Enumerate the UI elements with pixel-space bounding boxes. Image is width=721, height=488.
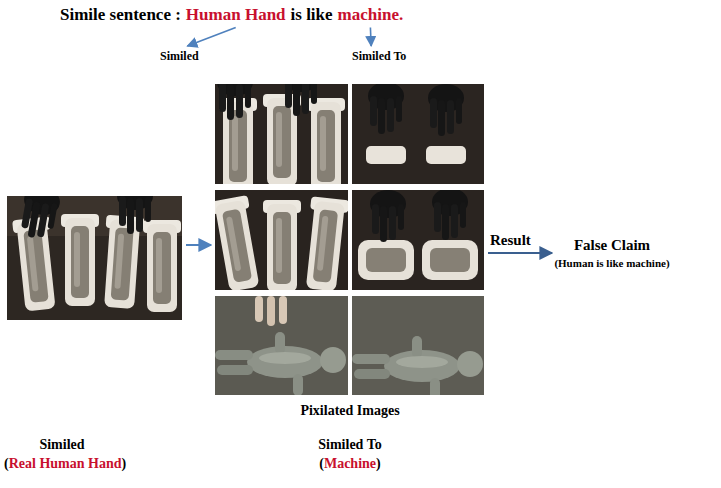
highlight-text: machine. bbox=[338, 5, 404, 25]
text-label: (Human is like machine) bbox=[554, 257, 669, 270]
column-note: (Real Human Hand) bbox=[4, 456, 126, 472]
pixilated-image bbox=[215, 64, 348, 190]
pixilated-image bbox=[215, 296, 348, 396]
text-label: ) bbox=[121, 456, 126, 472]
text-label: is like bbox=[291, 5, 333, 25]
highlight-text: Human Hand bbox=[186, 5, 286, 25]
text-label: Result bbox=[490, 232, 531, 249]
text-label: Similed To bbox=[318, 437, 381, 453]
pointer-arrow bbox=[187, 28, 235, 46]
text-label: ( bbox=[4, 456, 9, 472]
text-label: Pixilated Images bbox=[300, 403, 399, 419]
pointer-arrow bbox=[370, 28, 372, 46]
pointer-label: Similed bbox=[160, 50, 199, 64]
column-note: (Machine) bbox=[319, 456, 380, 472]
text-label: Similed bbox=[39, 437, 84, 453]
pixilated-image bbox=[210, 190, 349, 292]
pixilated-image bbox=[352, 296, 484, 400]
result-label: Result bbox=[490, 232, 531, 249]
column-label: Similed bbox=[39, 437, 84, 453]
text-label: Similed bbox=[160, 50, 199, 64]
simile-sentence: Simile sentence :Human Handis likemachin… bbox=[60, 5, 403, 25]
highlight-text: Machine bbox=[324, 456, 376, 472]
highlight-text: Real Human Hand bbox=[9, 456, 122, 472]
pointer-label: Similed To bbox=[352, 50, 406, 64]
text-label: Similed To bbox=[352, 50, 406, 64]
pixilated-image bbox=[352, 188, 484, 290]
result-arrow bbox=[488, 252, 552, 254]
claim-label: False Claim bbox=[574, 237, 650, 254]
text-label: Simile sentence : bbox=[60, 5, 181, 25]
text-label: ) bbox=[376, 456, 381, 472]
text-label: ( bbox=[319, 456, 324, 472]
claim-note: (Human is like machine) bbox=[554, 257, 669, 270]
caption-label: Pixilated Images bbox=[300, 403, 399, 419]
column-label: Similed To bbox=[318, 437, 381, 453]
flow-arrow bbox=[186, 244, 211, 246]
pixilated-image bbox=[352, 82, 484, 184]
text-label: False Claim bbox=[574, 237, 650, 254]
hand-photo bbox=[7, 182, 182, 320]
